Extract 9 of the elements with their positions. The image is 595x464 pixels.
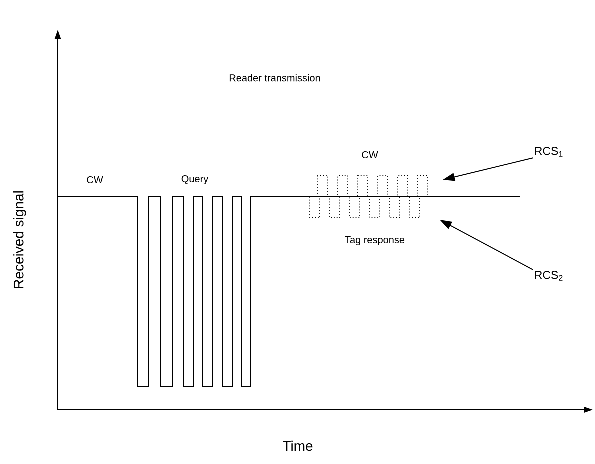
callout-label: RCS$_{2}$	[535, 271, 563, 281]
callout-label: RCS$_{1}$	[535, 147, 563, 157]
signal-label: Tag response	[345, 236, 405, 246]
axis-label: Time	[283, 440, 313, 452]
signal-label: CW	[87, 176, 104, 184]
caption-text: Reader transmission	[230, 74, 320, 82]
axis-label: Received signal	[13, 192, 27, 288]
signal-label: CW	[362, 151, 378, 159]
signal-label: Query	[182, 175, 209, 185]
